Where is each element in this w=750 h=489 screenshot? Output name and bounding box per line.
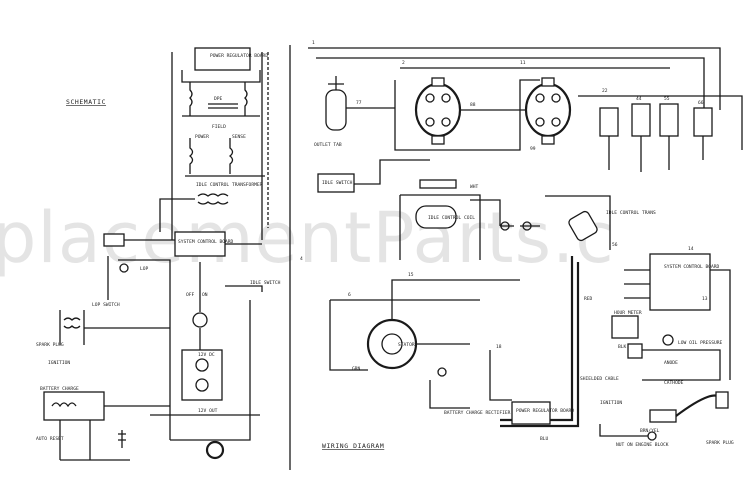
system-control-board-schematic: SYSTEM CONTROL BOARD — [103, 231, 262, 257]
svg-text:IDLE SWITCH: IDLE SWITCH — [322, 180, 353, 186]
svg-text:LOP SWITCH: LOP SWITCH — [92, 302, 120, 308]
svg-text:HOUR METER: HOUR METER — [614, 310, 642, 316]
wire-number-label: BLU — [540, 436, 549, 442]
svg-text:SPARK PLUG: SPARK PLUG — [706, 440, 734, 446]
idle-control-transformer: IDLE CONTROL TRANSFORMER — [159, 182, 263, 232]
svg-text:STATOR: STATOR — [398, 342, 415, 348]
svg-text:12V OUT: 12V OUT — [198, 408, 218, 414]
battery-charge-rectifier: BATTERY CHARGE RECTIFIER — [429, 367, 511, 416]
svg-text:SYSTEM CONTROL BOARD: SYSTEM CONTROL BOARD — [664, 264, 720, 270]
wire-number-label: 56 — [612, 242, 618, 248]
receptacle-2 — [524, 77, 572, 145]
wire-number-label: 14 — [688, 246, 694, 252]
svg-text:DPE: DPE — [214, 96, 223, 102]
wire-number-label: RED — [584, 296, 593, 302]
ignition-coil-wiring: IGNITION SPARK PLUG NUT ON ENGINE BLOCK — [599, 391, 734, 448]
battery-charge-schematic: BATTERY CHARGE AUTO RESET — [36, 386, 170, 461]
wire-number-label: WHT — [470, 184, 479, 190]
svg-text:ANODE: ANODE — [664, 360, 678, 366]
svg-text:OUTLET TAB: OUTLET TAB — [314, 142, 342, 148]
wire-number-label: 55 — [664, 96, 670, 102]
wire-number-label: GRN — [352, 366, 361, 372]
hour-meter: HOUR METER LOW OIL PRESSURE ANODE CATHOD… — [611, 310, 722, 386]
wire-number-label: 4 — [300, 256, 303, 262]
lop-switch-schematic: LOP LOP SWITCH — [92, 256, 171, 308]
svg-text:IGNITION: IGNITION — [600, 400, 622, 406]
svg-text:SHIELDED CABLE: SHIELDED CABLE — [580, 376, 619, 382]
svg-text:IDLE SWITCH: IDLE SWITCH — [250, 280, 281, 286]
wire-number-label: 2 — [402, 60, 405, 66]
svg-text:POWER: POWER — [195, 134, 209, 140]
svg-text:POWER REGULATOR BOARD: POWER REGULATOR BOARD — [516, 408, 574, 414]
wire-number-label: 13 — [702, 296, 708, 302]
svg-text:IDLE CONTROL COIL: IDLE CONTROL COIL — [428, 215, 475, 221]
wire-number-label: 99 — [530, 146, 536, 152]
svg-text:SPARK PLUG: SPARK PLUG — [36, 342, 64, 348]
svg-text:LOP: LOP — [140, 266, 149, 272]
svg-text:IDLE CONTROL TRANSFORMER: IDLE CONTROL TRANSFORMER — [196, 182, 263, 188]
idle-switch: IDLE SWITCH — [317, 159, 430, 193]
wire-number-label: 44 — [636, 96, 642, 102]
svg-text:OFF: OFF — [186, 292, 195, 298]
svg-text:AUTO RESET: AUTO RESET — [36, 436, 64, 442]
wire-number-label: 77 — [356, 100, 362, 106]
wire-number-label: 88 — [470, 102, 476, 108]
wiring-title: WIRING DIAGRAM — [322, 442, 384, 450]
svg-text:IDLE CONTROL TRANS: IDLE CONTROL TRANS — [606, 210, 656, 216]
svg-text:BATTERY CHARGE: BATTERY CHARGE — [40, 386, 79, 392]
svg-text:BATTERY CHARGE RECTIFIER: BATTERY CHARGE RECTIFIER — [444, 410, 511, 416]
power-regulator-board-wiring: POWER REGULATOR BOARD — [489, 350, 574, 425]
wire-number-label: 6 — [348, 292, 351, 298]
wire-number-label: 66 — [698, 100, 704, 106]
power-sense-windings: POWER SENSE — [185, 134, 265, 177]
wire-number-label: 18 — [496, 344, 502, 350]
idle-control-coil: IDLE CONTROL COIL — [399, 179, 540, 260]
outlet-breaker: OUTLET TAB — [314, 76, 395, 148]
svg-text:CATHODE: CATHODE — [664, 380, 684, 386]
wire-number-label: BRN/YEL — [640, 428, 660, 434]
svg-text:SENSE: SENSE — [232, 134, 246, 140]
system-control-board-wiring: SYSTEM CONTROL BOARD — [624, 253, 731, 380]
circuit-breakers — [578, 95, 743, 172]
wire-number-label: 22 — [602, 88, 608, 94]
svg-text:ON: ON — [202, 292, 208, 298]
start-switch: OFF ON IDLE SWITCH — [186, 262, 281, 350]
dc-circuit: 12V DC 12V OUT — [150, 300, 260, 460]
svg-text:IGNITION: IGNITION — [48, 360, 70, 366]
svg-text:FIELD: FIELD — [212, 124, 226, 130]
receptacle-1 — [414, 77, 462, 145]
svg-text:SYSTEM CONTROL BOARD: SYSTEM CONTROL BOARD — [178, 239, 234, 245]
idle-control-transformer-wiring: IDLE CONTROL TRANS — [545, 195, 656, 250]
field-winding: DPE FIELD — [181, 70, 261, 130]
svg-text:NUT ON ENGINE BLOCK: NUT ON ENGINE BLOCK — [616, 442, 669, 448]
watermark-text: placementParts.c — [0, 197, 615, 279]
power-regulator-board: POWER REGULATOR BOARD — [194, 47, 268, 71]
stator: STATOR — [329, 279, 520, 371]
wire-number-label: 15 — [408, 272, 414, 278]
svg-text:POWER REGULATOR BOARD: POWER REGULATOR BOARD — [210, 53, 268, 59]
svg-text:LOW OIL PRESSURE: LOW OIL PRESSURE — [678, 340, 722, 346]
wire-number-label: 1 — [312, 40, 315, 46]
wire-number-label: 11 — [520, 60, 526, 66]
svg-text:12V DC: 12V DC — [198, 352, 215, 358]
ignition-schematic: SPARK PLUG IGNITION — [36, 310, 170, 366]
wire-number-label: BLK — [618, 344, 627, 350]
schematic-title: SCHEMATIC — [66, 98, 106, 106]
